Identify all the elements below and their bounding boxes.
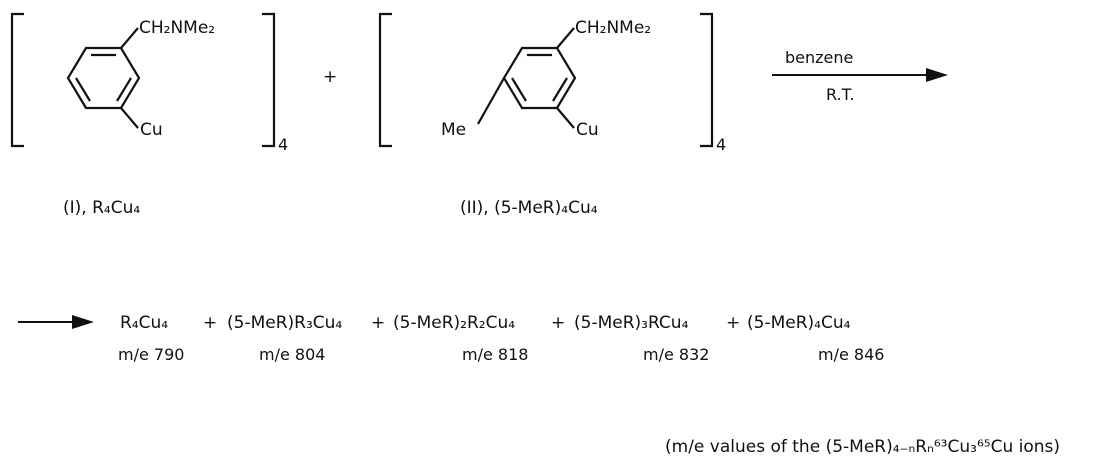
bracket-right-1	[262, 12, 276, 148]
substituent-label-1: CH₂NMe₂	[139, 18, 215, 38]
bracket-left-1	[10, 12, 24, 148]
product-formula-5: (5-MeR)₄Cu₄	[747, 313, 851, 333]
product-formula-1: R₄Cu₄	[120, 313, 168, 333]
condition-solvent: benzene	[785, 48, 853, 67]
bracket-subscript-1: 4	[278, 135, 288, 154]
product-formula-2: (5-MeR)R₃Cu₄	[227, 313, 342, 333]
product-mass-3: m/e 818	[462, 345, 528, 364]
bracket-left-2	[378, 12, 392, 148]
metal-label-2: Cu	[576, 120, 599, 140]
bond-cu-1	[120, 107, 139, 129]
caption-compound-2: (II), (5-MeR)₄Cu₄	[460, 198, 598, 218]
bond-ch2-2	[556, 27, 575, 49]
reactant-1	[10, 12, 276, 148]
plus-sign: +	[323, 67, 337, 87]
product-mass-1: m/e 790	[118, 345, 184, 364]
plus-sign: +	[371, 313, 385, 333]
bond-me-2	[477, 77, 505, 125]
product-mass-2: m/e 804	[259, 345, 325, 364]
reaction-arrow-head	[926, 68, 948, 82]
condition-temperature: R.T.	[826, 85, 855, 104]
product-formula-3: (5-MeR)₂R₂Cu₄	[393, 313, 515, 333]
metal-label-1: Cu	[140, 120, 163, 140]
bracket-subscript-2: 4	[716, 135, 726, 154]
bond-ch2-1	[120, 27, 139, 49]
reactant-2	[378, 12, 714, 148]
plus-sign: +	[726, 313, 740, 333]
substituent-label-2: CH₂NMe₂	[575, 18, 651, 38]
bracket-right-2	[700, 12, 714, 148]
product-formula-4: (5-MeR)₃RCu₄	[574, 313, 689, 333]
product-mass-4: m/e 832	[643, 345, 709, 364]
plus-sign: +	[551, 313, 565, 333]
bond-cu-2	[556, 107, 575, 129]
benzene-ring-2	[502, 46, 577, 110]
methyl-label-2: Me	[441, 120, 466, 140]
benzene-ring-1	[66, 46, 141, 110]
product-arrow-head	[72, 315, 94, 329]
product-mass-5: m/e 846	[818, 345, 884, 364]
plus-sign: +	[203, 313, 217, 333]
footnote: (m/e values of the (5-MeR)₄₋ₙRₙ⁶³Cu₃⁶⁵Cu…	[665, 437, 1060, 457]
caption-compound-1: (I), R₄Cu₄	[63, 198, 140, 218]
